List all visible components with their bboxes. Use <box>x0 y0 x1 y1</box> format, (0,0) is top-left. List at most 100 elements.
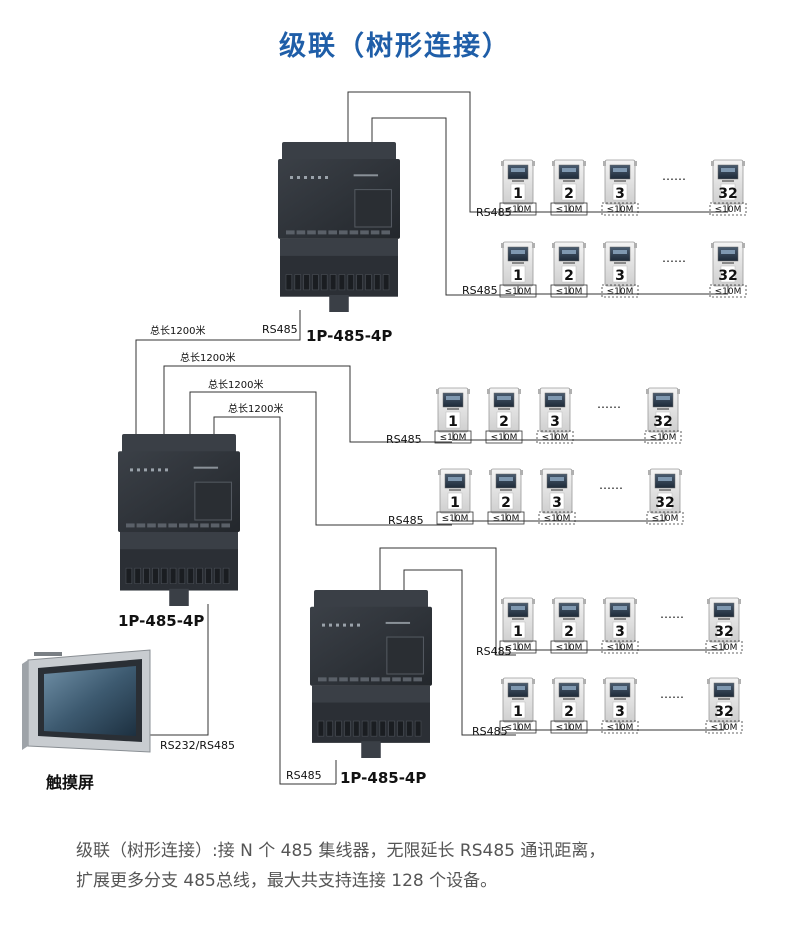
bus-wire <box>379 547 516 656</box>
meter-number-plate <box>445 411 461 429</box>
terminal-tooth <box>360 230 369 235</box>
meter-tab <box>603 679 606 684</box>
meter-device: 1 <box>501 241 535 287</box>
terminal-tooth <box>360 677 369 682</box>
terminal-block <box>414 720 422 737</box>
distance-box <box>601 202 639 216</box>
meter-tab <box>603 599 606 604</box>
meter-number-plate <box>716 701 732 719</box>
hub-top-plate <box>282 142 396 163</box>
hub-model-label-top: 1P-485-4P <box>306 327 392 345</box>
meter-tab <box>742 243 745 248</box>
meter-lcd-digits <box>717 686 731 690</box>
meter-tab <box>571 470 574 475</box>
meter-number-plate <box>510 621 526 639</box>
led-indicator <box>304 176 307 179</box>
meter-button-row <box>614 262 626 264</box>
rs485-label: RS485 <box>472 725 508 738</box>
meter-device: 1 <box>501 597 535 643</box>
terminal-cover <box>354 189 392 228</box>
meter-tab <box>634 599 637 604</box>
terminal-block <box>388 720 395 737</box>
led-indicator <box>290 176 293 179</box>
ellipsis: …… <box>660 687 684 701</box>
rs485-label: RS485 <box>462 284 498 297</box>
meter-number: 3 <box>615 268 625 284</box>
ellipsis: …… <box>599 478 623 492</box>
meter-tab <box>552 599 555 604</box>
terminal-block <box>161 567 168 584</box>
meter-lcd-digits <box>448 477 462 481</box>
meter-device: 2 <box>552 597 586 643</box>
hmi-screen <box>44 666 136 736</box>
meter-number: 2 <box>564 624 574 640</box>
hub-rail <box>312 685 430 703</box>
meter-number-plate <box>612 265 628 283</box>
meter-tab <box>467 389 470 394</box>
meter-lcd-digits <box>562 686 576 690</box>
meter-button-row <box>500 489 512 491</box>
meter-tab <box>489 470 492 475</box>
distance-box <box>499 720 537 734</box>
distance-box <box>436 511 474 525</box>
meter-number-plate <box>612 701 628 719</box>
meter-device: 32 <box>707 677 741 723</box>
led-indicator <box>311 176 314 179</box>
meter-number-plate <box>561 621 577 639</box>
model-strip <box>385 621 411 624</box>
terminal-tooth <box>210 523 220 528</box>
distance-label: ≤10M <box>556 287 583 297</box>
meter-button-row <box>512 618 524 620</box>
distance-box <box>709 202 747 216</box>
bus-wire <box>189 391 452 526</box>
meter-number: 32 <box>655 495 674 511</box>
meter-number-plate <box>655 411 671 429</box>
terminal-block <box>379 720 386 737</box>
meter-tab <box>679 470 682 475</box>
terminal-tooth <box>413 677 422 682</box>
meter-tab <box>603 161 606 166</box>
terminal-block <box>196 567 203 584</box>
meter-lcd-digits <box>613 168 627 172</box>
hub-bottom <box>310 590 432 758</box>
terminal-block <box>125 567 133 584</box>
meter-device: 3 <box>603 159 637 205</box>
meter-tab <box>532 243 535 248</box>
rs485-label: RS485 <box>476 645 512 658</box>
rs485-label: RS485 <box>386 433 422 446</box>
din-clip <box>169 588 189 606</box>
description-line-1: 级联（树形连接）:接 N 个 485 集线器，无限延长 RS485 通讯距离， <box>76 841 606 861</box>
meter-device: 32 <box>711 159 745 205</box>
meter-lcd-digits <box>511 168 525 172</box>
terminal-block <box>205 567 212 584</box>
terminal-tooth <box>221 523 230 528</box>
led-indicator <box>322 623 325 627</box>
meter-tab <box>438 470 441 475</box>
bus-wire <box>371 117 515 296</box>
terminal-block <box>214 567 221 584</box>
ellipsis: …… <box>662 169 686 183</box>
distance-box <box>705 640 743 654</box>
terminal-tooth <box>370 230 380 235</box>
meter-tab <box>583 243 586 248</box>
meter-lcd-digits <box>511 606 525 610</box>
distance-box <box>550 720 588 734</box>
distance-box <box>485 430 523 444</box>
terminal-block <box>382 274 390 291</box>
meter-tab <box>501 161 504 166</box>
distance-label: ≤10M <box>715 205 742 215</box>
terminal-tooth <box>200 523 209 528</box>
meter-lcd-digits <box>562 250 576 254</box>
meter-button-row <box>614 698 626 700</box>
distance-box <box>550 284 588 298</box>
meter-button-row <box>563 180 575 182</box>
terminal-tooth <box>168 523 177 528</box>
wires-layer <box>135 91 729 785</box>
terminal-block <box>335 720 342 737</box>
meter-number-plate <box>447 492 463 510</box>
led-indicator <box>297 176 300 179</box>
page-title: 级联（树形连接） <box>279 31 511 62</box>
distance-label: ≤10M <box>491 433 518 443</box>
terminal-cover <box>194 481 232 521</box>
